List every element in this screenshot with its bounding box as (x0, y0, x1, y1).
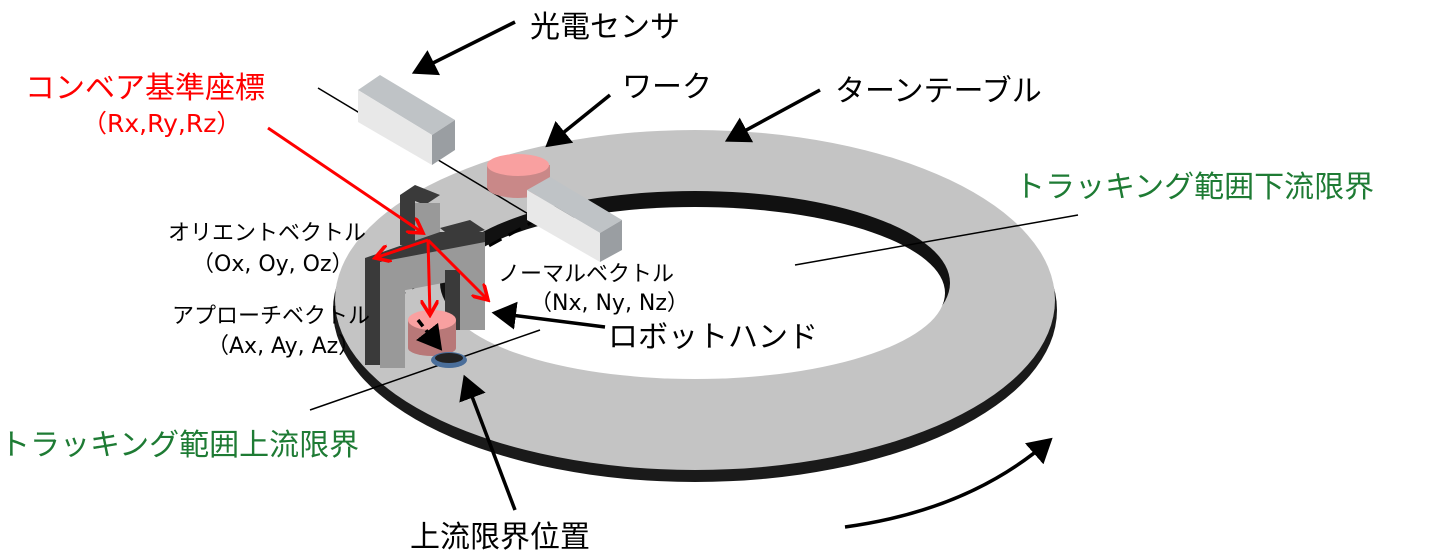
conveyor-frame-label: コンベア基準座標 (25, 71, 265, 106)
work-piece (487, 154, 550, 198)
work-label: ワーク (622, 70, 712, 105)
callout-arrows (411, 20, 1053, 529)
downstream-limit-label: トラッキング範囲下流限界 (1015, 170, 1375, 205)
robot-hand-label: ロボットハンド (608, 320, 818, 355)
normal-vector-vars: （Nx, Ny, Nz） (530, 291, 689, 316)
orient-vector-vars: （Ox, Oy, Oz） (192, 252, 354, 277)
orient-vector-label: オリエントベクトル (168, 221, 367, 246)
upstream-position-label: 上流限界位置 (410, 520, 590, 553)
photo-sensor-label: 光電センサ (530, 10, 680, 45)
photo-sensor-right (527, 177, 622, 262)
turntable (333, 130, 1057, 482)
conveyor-frame-vars: （Rx,Ry,Rz） (82, 109, 242, 138)
approach-vector-label: アプローチベクトル (172, 304, 371, 329)
upstream-limit-label: トラッキング範囲上流限界 (0, 428, 360, 463)
photo-sensor-left (358, 75, 455, 165)
turntable-label: ターンテーブル (835, 74, 1042, 109)
upstream-limit-line (309, 329, 541, 411)
normal-vector-label: ノーマルベクトル (498, 262, 675, 287)
downstream-limit-line (794, 214, 1079, 266)
approach-vector-vars: （Ax, Ay, Az） (207, 334, 361, 359)
vector-arrows (267, 126, 488, 315)
